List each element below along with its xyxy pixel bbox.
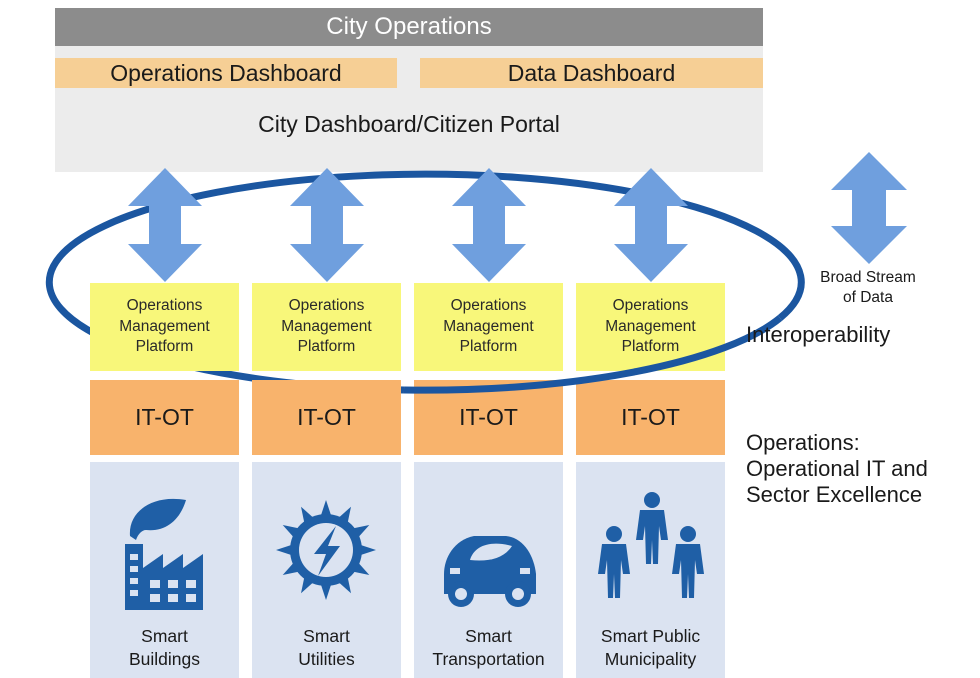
sun-lightning-icon — [276, 500, 376, 600]
double-arrow-icon — [614, 168, 688, 282]
sector-label: Smart Buildings — [90, 625, 239, 671]
people-icon — [598, 492, 704, 598]
city-operations-header: City Operations — [55, 8, 763, 46]
interoperability-label: Interoperability — [746, 322, 891, 347]
sector-label-line: Municipality — [604, 649, 697, 670]
car-leaf-icon — [444, 536, 536, 607]
itot-box-2: IT-OT — [252, 380, 401, 455]
itot-box-1: IT-OT — [90, 380, 239, 455]
sector-label: Smart Public Municipality — [576, 625, 725, 671]
sun-ray — [320, 500, 332, 517]
sector-label: Smart Transportation — [414, 625, 563, 671]
platform-line: Management — [119, 317, 210, 335]
itot-box-4: IT-OT — [576, 380, 725, 455]
sun-ray — [359, 544, 376, 556]
sector-label-line: Transportation — [432, 649, 545, 670]
person-figure — [672, 526, 704, 598]
sector-label-line: Smart — [303, 626, 350, 646]
platform-line: Operations — [450, 297, 527, 315]
factory-leaf-icon — [125, 498, 203, 610]
double-arrow-icon — [128, 168, 202, 282]
sector-label-line: Utilities — [298, 649, 355, 670]
broad-stream-arrow-icon — [831, 152, 907, 264]
platform-line: Operations — [288, 297, 365, 315]
platform-line: Management — [605, 317, 696, 335]
sector-transportation: Smart Transportation — [414, 462, 563, 678]
operations-line: Operations: — [746, 430, 860, 455]
sun-ray — [276, 544, 293, 556]
sector-label-line: Buildings — [128, 649, 201, 670]
sector-utilities: Smart Utilities — [252, 462, 401, 678]
person-figure — [636, 492, 668, 564]
sector-label: Smart Utilities — [252, 625, 401, 671]
data-dashboard-label: Data Dashboard — [420, 58, 763, 88]
operations-label: Operations: Operational IT and Sector Ex… — [746, 430, 928, 508]
platform-line: Platform — [621, 338, 680, 356]
sun-ray — [320, 583, 332, 600]
platform-line: Operations — [612, 297, 689, 315]
platform-line: Platform — [297, 338, 356, 356]
sector-municipality: Smart Public Municipality — [576, 462, 725, 678]
sector-label-line: Smart — [141, 626, 188, 646]
broad-stream-line: of Data — [843, 289, 893, 307]
portal-label: City Dashboard/Citizen Portal — [258, 110, 560, 137]
platform-line: Management — [443, 317, 534, 335]
operations-dashboard-label: Operations Dashboard — [55, 58, 397, 88]
person-figure — [598, 526, 630, 598]
platform-line: Operations — [126, 297, 203, 315]
double-arrow-icon — [452, 168, 526, 282]
operations-line: Sector Excellence — [746, 481, 923, 507]
double-arrow-icon — [290, 168, 364, 282]
platform-line: Platform — [459, 338, 518, 356]
sector-label-line: Smart Public — [600, 626, 701, 646]
platform-line: Management — [281, 317, 372, 335]
broad-stream-line: Broad Stream — [820, 269, 916, 286]
sector-buildings: Smart Buildings — [90, 462, 239, 678]
ring-front-arc — [403, 315, 783, 394]
operations-line: Operational IT and — [746, 455, 928, 481]
broad-stream-label: Broad Stream of Data — [798, 268, 938, 308]
platform-line: Platform — [135, 338, 194, 356]
data-arrows — [128, 152, 907, 282]
sector-label-line: Smart — [465, 626, 512, 646]
